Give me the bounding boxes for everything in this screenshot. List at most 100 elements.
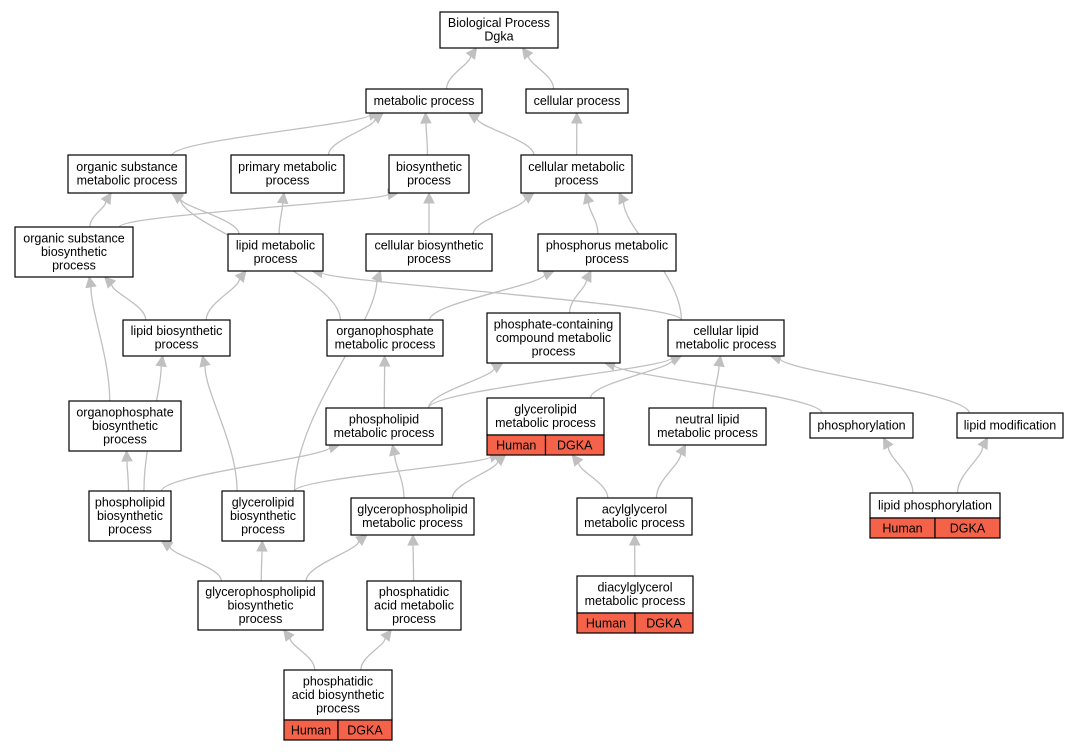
go-term-node-lipid-mod[interactable]: lipid modification (956, 412, 1064, 439)
node-box (366, 580, 462, 631)
node-label-line: process (103, 432, 147, 446)
node-label-line: metabolic process (374, 94, 475, 108)
node-label-line: cellular metabolic (528, 160, 625, 174)
edge-glycerolipid_met-to-cell_lipid_met (589, 359, 673, 399)
arrowhead-phospholipid_bio-to-organophos_bio (121, 449, 133, 462)
node-box (576, 575, 694, 614)
arrowhead-lipid_bio-to-org_sub_bio (103, 276, 117, 289)
gene-annotation-label: DGKA (950, 522, 986, 536)
node-box (439, 11, 559, 49)
edge-org_sub_bio-to-org_sub_met (89, 201, 107, 228)
gene-annotation-label: DGKA (347, 724, 383, 738)
node-label-line: process (108, 522, 152, 536)
arrowhead-glycerolipid_bio-to-lipid_bio (199, 354, 211, 368)
species-annotation-label: Human (496, 439, 536, 453)
edge-phospholipid_met-to-phosphate_cont (427, 367, 495, 409)
node-label-line: lipid metabolic (236, 239, 315, 253)
go-term-node-cellular[interactable]: cellular process (525, 88, 629, 114)
node-label-line: metabolic process (335, 338, 436, 352)
node-box (869, 492, 1001, 519)
node-box (67, 154, 187, 194)
edge-org_sub_met-to-metabolic (171, 114, 371, 156)
node-label-line: glycerolipid (232, 495, 295, 509)
edge-lipid_met-to-primary_met (278, 202, 284, 235)
node-label-line: organic substance (76, 160, 178, 174)
edge-lipid_phos-to-lipid_mod (956, 446, 984, 494)
edge-phosphorus_met-to-cell_met (587, 202, 599, 235)
arrowhead-cell_bio-to-biosynthetic (423, 191, 435, 204)
node-box (809, 412, 914, 439)
arrowhead-acylglycerol-to-glycerolipid_met (571, 454, 584, 467)
arrowhead-phospholipid_met-to-organophos_met (378, 354, 391, 367)
node-label-line: phosphorus metabolic (546, 239, 668, 253)
edge-cellular-to-root (527, 55, 555, 90)
go-term-node-metabolic[interactable]: metabolic process (365, 88, 483, 114)
node-label-line: lipid modification (964, 418, 1056, 432)
node-label-line: organic substance (23, 231, 125, 245)
node-label-line: glycerophospholipid (357, 503, 468, 517)
arrowhead-phosphorus_met-to-cell_met (583, 191, 595, 205)
arrowhead-metabolic-to-root (465, 47, 478, 60)
edge-glycerophos_bio-to-phospholipid_bio (169, 546, 222, 582)
edge-lipid_bio-to-org_sub_bio (111, 284, 147, 321)
arrowhead-cell_met-to-cellular (570, 111, 583, 124)
arrowhead-acylglycerol-to-neutral_lipid (675, 444, 687, 457)
node-box (525, 88, 629, 114)
edge-glycerophos_bio-to-glycerophos_met (305, 540, 360, 582)
node-label-line: biosynthetic (227, 598, 293, 612)
node-label-line: metabolic process (495, 416, 596, 430)
arrowhead-organophos_bio-to-org_sub_bio (85, 275, 97, 289)
arrowhead-cell_lipid_met-to-cell_met (618, 191, 630, 205)
gene-annotation-cell (544, 434, 605, 456)
arrowhead-lipid_met-to-primary_met (276, 191, 289, 205)
arrowhead-cellular-to-root (521, 47, 534, 60)
go-term-node-phosphorylation[interactable]: phosphorylation (809, 412, 914, 439)
node-label-line: acylglycerol (602, 503, 667, 517)
gene-annotation-label: DGKA (646, 617, 682, 631)
edge-lipid_phos-to-phosphorylation (887, 446, 914, 494)
edge-glycerolipid_bio-to-lipid_bio (204, 365, 238, 492)
arrowhead-diacyl-to-acylglycerol (628, 533, 641, 546)
arrowhead-lipid_phos-to-phosphorylation (883, 437, 894, 450)
node-box (486, 397, 605, 436)
node-label-line: process (585, 252, 629, 266)
node-label-line: metabolic process (585, 594, 686, 608)
edge-lipid_met-to-org_sub_met (179, 197, 240, 235)
node-box (325, 407, 443, 446)
edge-cell_lipid_met-to-lipid_met (321, 271, 683, 321)
node-label-line: process (316, 701, 360, 715)
gene-annotation-cell (337, 719, 393, 741)
node-label-line: phosphorylation (817, 418, 905, 432)
node-box (956, 412, 1064, 439)
edge-cell_bio-to-cell_met (472, 198, 527, 235)
node-box (230, 154, 345, 194)
arrowhead-glycerolipid_met-to-cell_lipid_met (669, 355, 683, 366)
node-box (88, 490, 172, 542)
